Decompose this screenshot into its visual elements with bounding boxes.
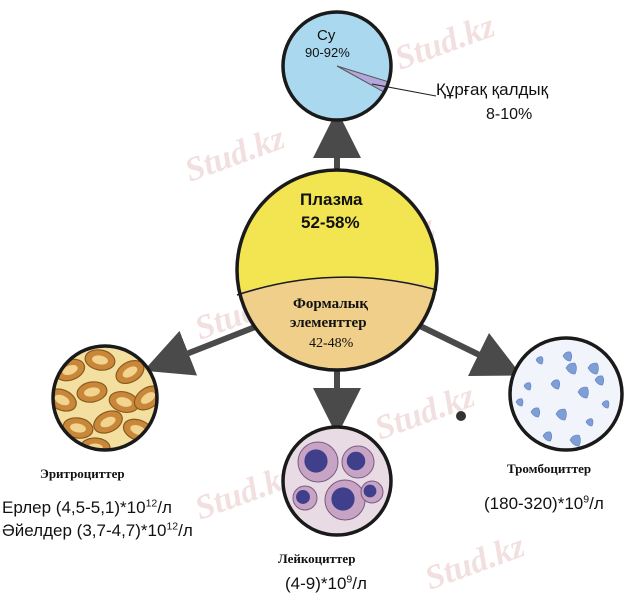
erythrocytes-women-count: Әйелдер (3,7-4,7)*1012/л [2, 521, 193, 541]
red-blood-cell [62, 417, 94, 439]
dry-residue-percent: 8-10% [486, 106, 533, 123]
platelet [565, 362, 577, 375]
plasma-label: Плазма [300, 190, 363, 209]
watermark-text: Stud.kz [420, 527, 530, 597]
dry-residue-label: Құрғақ қалдық [436, 80, 549, 99]
platelet [601, 400, 610, 409]
white-blood-cell [341, 445, 375, 479]
platelet [562, 351, 573, 362]
red-blood-cell [133, 385, 157, 411]
formed-elements-percent: 42-48% [309, 336, 354, 351]
thrombocytes-label: Тромбоциттер [507, 461, 592, 476]
erythrocytes-label: Эритроциттер [40, 466, 125, 481]
women-label: Әйелдер [2, 521, 72, 540]
red-blood-cell [76, 381, 108, 403]
platelet [594, 375, 605, 386]
red-blood-cell [115, 359, 145, 385]
dry-residue-pointer [371, 83, 437, 97]
thrombocytes-value: (180-320)*10 [484, 494, 584, 513]
main-circle-outline [235, 168, 439, 372]
platelet [535, 356, 544, 365]
water-circle-outline [281, 10, 393, 122]
thrombocytes-count: (180-320)*109/л [484, 494, 604, 514]
white-blood-cell [324, 479, 366, 521]
arrows [143, 110, 522, 436]
plasma-divider-line [236, 276, 438, 296]
water-circle [281, 10, 437, 122]
platelet [587, 362, 599, 375]
platelet [555, 408, 567, 421]
formed-elements-label-line1: Формалық [293, 296, 369, 312]
leukocytes-value: (4-9)*10 [285, 574, 347, 593]
platelets [515, 351, 610, 447]
women-unit: /л [178, 521, 193, 540]
formed-elements-label-line2: элементтер [290, 315, 367, 331]
watermark-text: Stud.kz [180, 119, 290, 189]
platelet [569, 434, 581, 447]
men-value: (4,5-5,1)*10 [55, 498, 146, 517]
erythrocytes-men-count: Ерлер (4,5-5,1)*1012/л [2, 498, 172, 518]
thrombocytes-exponent: 9 [583, 493, 590, 506]
plasma-percent: 52-58% [301, 213, 360, 232]
platelet [530, 407, 541, 418]
white-blood-cells [292, 441, 384, 521]
erythrocytes-circle-outline [51, 344, 159, 452]
white-blood-cell [297, 441, 339, 483]
leukocytes-circle [281, 425, 393, 537]
men-label: Ерлер [2, 498, 52, 517]
men-unit: /л [157, 498, 172, 517]
arrow-to-thrombocytes [416, 322, 522, 377]
white-blood-cell [360, 480, 384, 504]
leukocytes-label: Лейкоциттер [278, 551, 356, 566]
watermark-text: Stud.kz [390, 7, 500, 77]
men-exponent: 12 [145, 497, 158, 510]
water-label: Су [317, 27, 336, 44]
platelet [542, 431, 553, 442]
thrombocytes-unit: /л [589, 494, 604, 513]
leukocytes-exponent: 9 [346, 573, 353, 586]
thrombocytes-circle-outline [508, 336, 624, 452]
platelet [515, 398, 524, 407]
women-exponent: 12 [166, 520, 179, 533]
platelet [523, 382, 532, 391]
red-blood-cell [93, 410, 123, 434]
platelet [585, 418, 594, 427]
thrombocytes-circle [508, 336, 624, 452]
arrow-to-erythrocytes [143, 324, 257, 376]
white-blood-cell [292, 485, 318, 511]
women-value: (3,7-4,7)*10 [76, 521, 167, 540]
water-percent: 90-92% [305, 45, 350, 60]
leukocytes-circle-outline [281, 425, 393, 537]
red-blood-cell [84, 349, 116, 371]
platelet [550, 379, 561, 390]
leukocytes-count: (4-9)*109/л [285, 574, 367, 594]
erythrocytes-circle [51, 344, 159, 452]
stray-dot [456, 411, 466, 421]
platelet [577, 386, 589, 399]
leukocytes-unit: /л [352, 574, 367, 593]
